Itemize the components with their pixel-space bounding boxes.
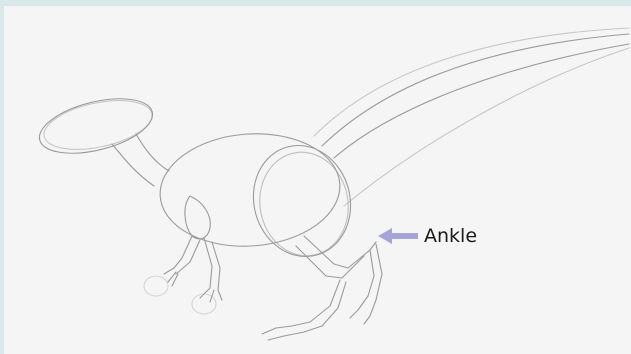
ankle-annotation: Ankle [378,225,477,247]
ankle-label: Ankle [424,225,477,247]
dinosaur-sketch [4,6,631,354]
sketch-paper [4,6,631,354]
arrow-left-icon [378,228,418,244]
